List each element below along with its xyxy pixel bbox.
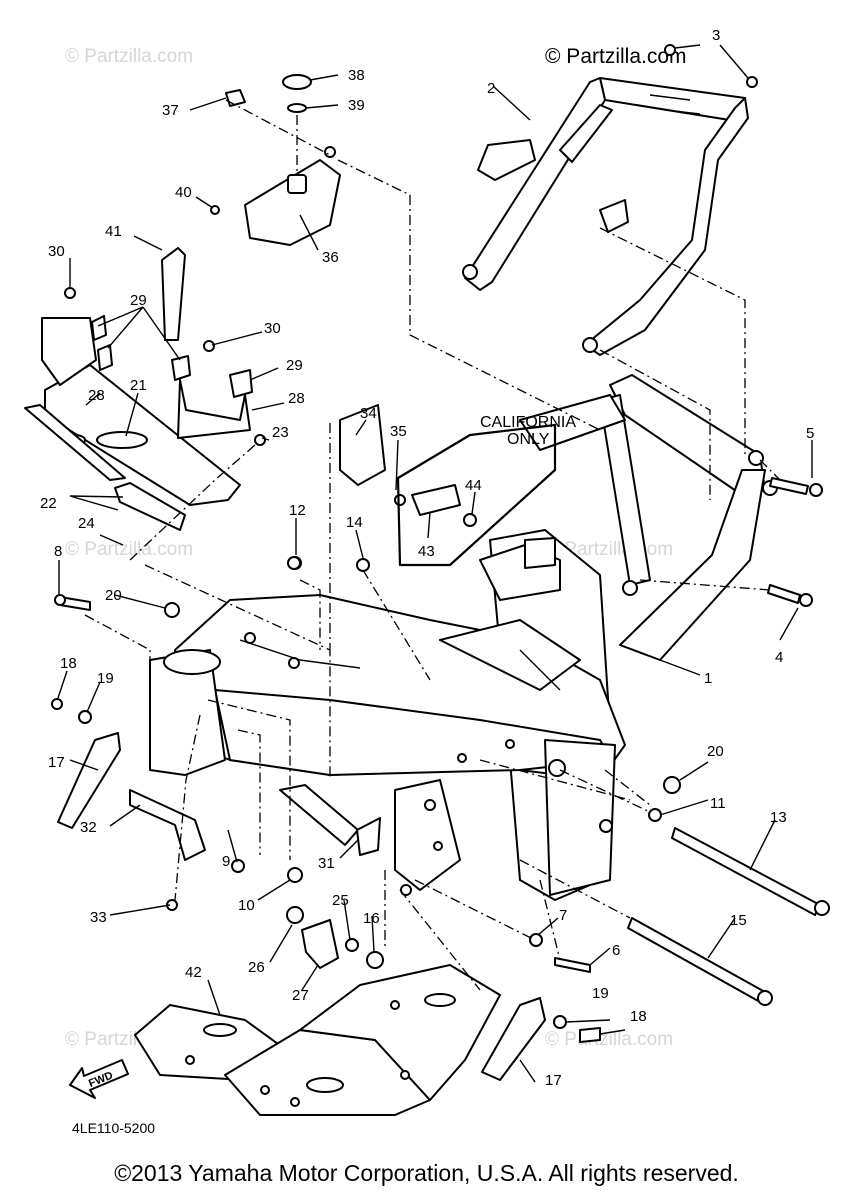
callout-11: 11 <box>710 795 726 812</box>
copyright-notice: ©2013 Yamaha Motor Corporation, U.S.A. A… <box>114 1160 739 1186</box>
engine-mount-hardware <box>51 594 381 911</box>
callout-4: 4 <box>775 649 783 666</box>
callout-19: 19 <box>97 670 114 687</box>
callout-37: 37 <box>162 102 179 119</box>
reservoir-tank <box>161 74 341 341</box>
callout-18: 18 <box>630 1008 647 1025</box>
leader-lines <box>57 44 813 1083</box>
callout-28: 28 <box>88 387 105 404</box>
california-note-line1: CALIFORNIA <box>480 414 576 431</box>
callout-32: 32 <box>80 819 97 836</box>
callout-38: 38 <box>348 67 365 84</box>
california-note-line2: ONLY <box>507 431 550 448</box>
callout-31: 31 <box>318 855 335 872</box>
callout-9: 9 <box>222 853 230 870</box>
callout-7: 7 <box>559 907 567 924</box>
watermark: © Partzilla.com <box>65 539 193 560</box>
callout-29: 29 <box>130 292 147 309</box>
callout-20: 20 <box>707 743 724 760</box>
callout-10: 10 <box>238 897 255 914</box>
callout-23: 23 <box>272 424 289 441</box>
callout-30: 30 <box>48 243 65 260</box>
callout-13: 13 <box>770 809 787 826</box>
callout-14: 14 <box>346 514 363 531</box>
callout-39: 39 <box>348 97 365 114</box>
callout-19: 19 <box>592 985 609 1002</box>
watermark: © Partzilla.com <box>545 1029 673 1050</box>
engine-mount-hardware-right <box>286 477 830 1081</box>
callout-3: 3 <box>712 27 720 44</box>
callout-20: 20 <box>105 587 122 604</box>
callout-40: 40 <box>175 184 192 201</box>
callout-27: 27 <box>292 987 309 1004</box>
callout-42: 42 <box>185 964 202 981</box>
callout-34: 34 <box>360 405 377 422</box>
callout-17: 17 <box>48 754 65 771</box>
california-only-group: CALIFORNIA ONLY <box>396 414 576 567</box>
callout-43: 43 <box>418 543 435 560</box>
callouts: 1 2 3 4 5 6 7 8 9 10 11 12 13 14 15 16 1… <box>40 27 814 1089</box>
callout-44: 44 <box>465 477 482 494</box>
callout-24: 24 <box>78 515 95 532</box>
callout-1: 1 <box>704 670 712 687</box>
callout-21: 21 <box>130 377 147 394</box>
callout-41: 41 <box>105 223 122 240</box>
callout-30: 30 <box>264 320 281 337</box>
diagram-code: 4LE110-5200 <box>72 1120 155 1136</box>
main-frame <box>149 374 778 901</box>
callout-6: 6 <box>612 942 620 959</box>
callout-12: 12 <box>289 502 306 519</box>
callout-35: 35 <box>390 423 407 440</box>
callout-25: 25 <box>332 892 349 909</box>
side-bracket <box>288 404 477 572</box>
callout-29: 29 <box>286 357 303 374</box>
callout-16: 16 <box>363 910 380 927</box>
rear-subframe <box>462 44 758 356</box>
callout-18: 18 <box>60 655 77 672</box>
callout-2: 2 <box>487 80 495 97</box>
callout-5: 5 <box>806 425 814 442</box>
watermark: © Partzilla.com <box>65 46 193 67</box>
callout-15: 15 <box>730 912 747 929</box>
front-stay-assembly <box>24 287 266 531</box>
callout-8: 8 <box>54 543 62 560</box>
callout-36: 36 <box>322 249 339 266</box>
callout-33: 33 <box>90 909 107 926</box>
callout-22: 22 <box>40 495 57 512</box>
assembly-lines <box>84 99 781 991</box>
callout-28: 28 <box>288 390 305 407</box>
callout-17: 17 <box>545 1072 562 1089</box>
fwd-arrow: FWD <box>69 1059 129 1099</box>
callout-26: 26 <box>248 959 265 976</box>
under-plate <box>134 964 501 1116</box>
watermark-main: © Partzilla.com <box>545 45 687 68</box>
